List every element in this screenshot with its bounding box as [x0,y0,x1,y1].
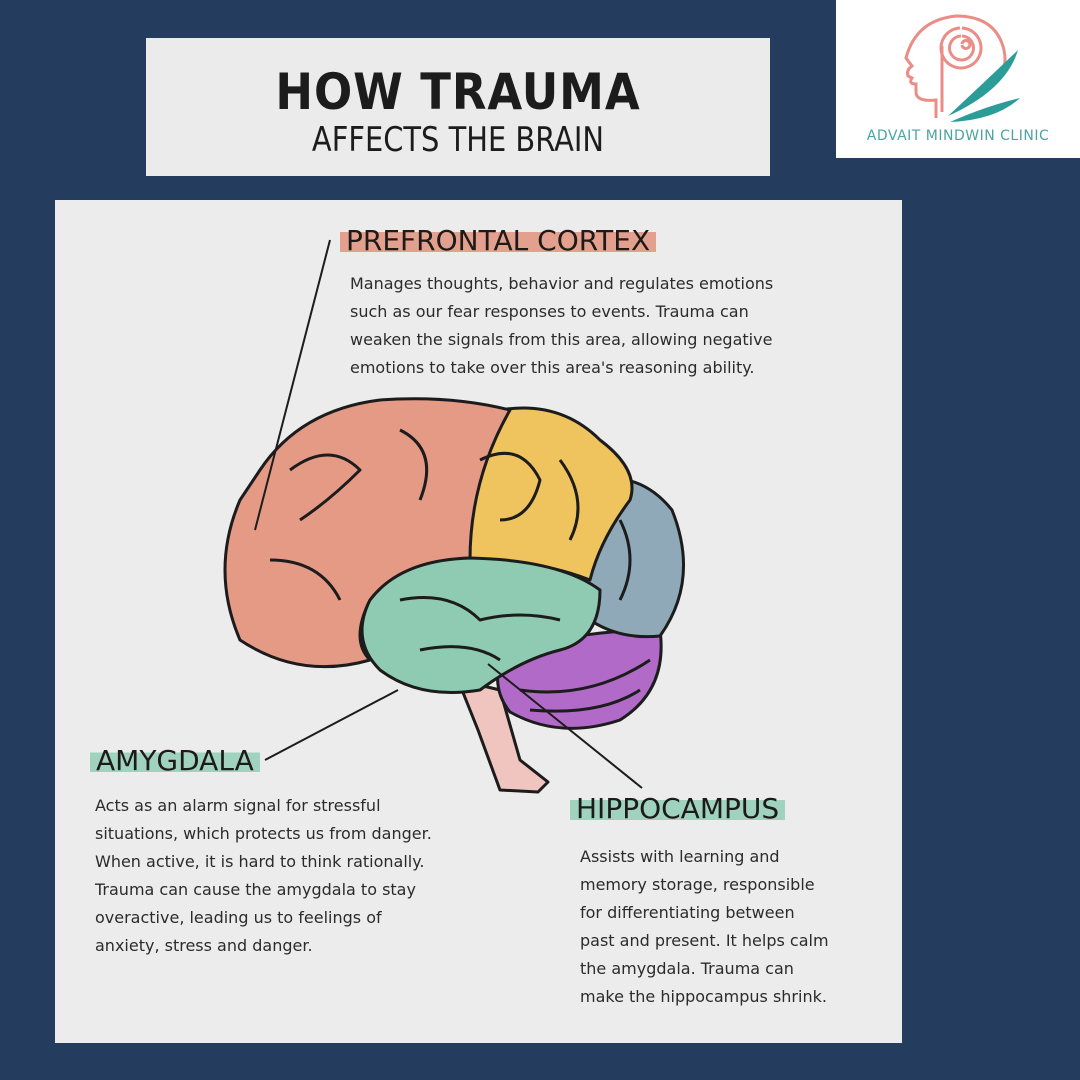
head-spiral-leaf-logo-icon [904,14,1020,122]
cerebellum-folds [519,658,651,713]
hippocampus-description: Assists with learning and memory storage… [580,843,829,1011]
text-line: overactive, leading us to feelings of [95,908,382,927]
text-line: Manages thoughts, behavior and regulates… [350,274,774,293]
temporal-lobe [360,556,602,694]
title-banner: HOW TRAUMA AFFECTS THE BRAIN [146,38,770,176]
title-sub: AFFECTS THE BRAIN [311,120,605,160]
text-line: such as our fear responses to events. Tr… [350,302,749,321]
text-line: situations, which protects us from dange… [95,824,432,843]
text-line: Trauma can cause the amygdala to stay [95,880,416,899]
text-line: anxiety, stress and danger. [95,936,313,955]
hippocampus-pointer-line [487,663,643,789]
text-line: make the hippocampus shrink. [580,987,827,1006]
prefrontal-heading: PREFRONTAL CORTEX [340,224,657,257]
title-main: HOW TRAUMA [275,63,641,121]
brain-folds [269,428,632,662]
amygdala-description: Acts as an alarm signal for stressful si… [95,792,432,960]
text-line: past and present. It helps calm [580,931,829,950]
text-line: for differentiating between [580,903,795,922]
amygdala-pointer-line [264,689,399,761]
text-line: Acts as an alarm signal for stressful [95,796,381,815]
prefrontal-pointer-line [254,239,331,531]
clinic-logo: ADVAIT MINDWIN CLINIC [836,0,1080,158]
text-line: weaken the signals from this area, allow… [350,330,773,349]
prefrontal-description: Manages thoughts, behavior and regulates… [350,270,773,382]
hippocampus-heading: HIPPOCAMPUS [570,792,786,825]
text-line: Assists with learning and [580,847,780,866]
text-line: When active, it is hard to think rationa… [95,852,425,871]
text-line: memory storage, responsible [580,875,815,894]
text-line: emotions to take over this area's reason… [350,358,755,377]
amygdala-heading: AMYGDALA [90,744,260,777]
clinic-name: ADVAIT MINDWIN CLINIC [866,128,1050,144]
text-line: the amygdala. Trauma can [580,959,794,978]
